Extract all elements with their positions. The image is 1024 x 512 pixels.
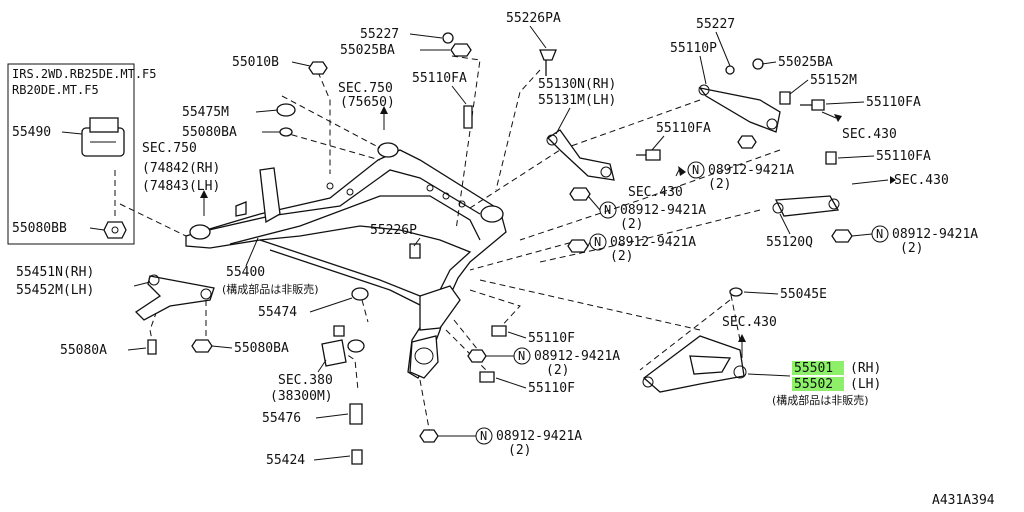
label-SEC430-c: SEC.430 (894, 173, 949, 188)
label-55152M: 55152M (810, 73, 857, 88)
label-55451N: 55451N(RH) (16, 265, 94, 280)
circle-N-5: N (518, 349, 525, 363)
label-55476: 55476 (262, 411, 301, 426)
arm-55451N (134, 274, 215, 321)
label-55010B: 55010B (232, 55, 279, 70)
callout-n2: N 08912-9421A (2) (587, 195, 706, 232)
label-08912-n5: 08912-9421A (534, 349, 620, 364)
label-55226P: 55226P (370, 223, 417, 238)
label-SEC430-d: SEC.430 (722, 315, 777, 330)
circle-N-6: N (480, 429, 487, 443)
label-55110FA-mid: 55110FA (656, 121, 711, 136)
subframe-55400 (185, 142, 507, 379)
label-55120Q: 55120Q (766, 235, 813, 250)
qty-n6: (2) (508, 443, 531, 458)
label-55226PA: 55226PA (506, 11, 561, 26)
label-RH: (RH) (850, 361, 881, 376)
callout-n1: N 08912-9421A (2) (687, 161, 794, 192)
circle-N-1: N (692, 163, 699, 177)
label-55452M: 55452M(LH) (16, 283, 94, 298)
arrows (200, 106, 896, 358)
label-55501: 55501 (794, 361, 833, 376)
label-38300M: (38300M) (270, 389, 333, 404)
arm-55120Q (772, 195, 840, 217)
label-08912-n2: 08912-9421A (620, 203, 706, 218)
label-55424: 55424 (266, 453, 305, 468)
label-55080A: 55080A (60, 343, 107, 358)
diagram-ref-code: A431A394 (932, 493, 995, 508)
label-55025BA-a: 55025BA (340, 43, 395, 58)
callout-n4: N 08912-9421A (2) (587, 233, 696, 264)
label-55227-a: 55227 (360, 27, 399, 42)
label-SEC430-a: SEC.430 (842, 127, 897, 142)
label-74842: (74842(RH) (142, 161, 220, 176)
qty-n2: (2) (620, 217, 643, 232)
inset-line1: IRS.2WD.RB25DE.MT.F5 (12, 67, 157, 81)
label-SEC430-b: SEC.430 (628, 185, 683, 200)
label-55475M: 55475M (182, 105, 229, 120)
label-55110FA-far: 55110FA (876, 149, 931, 164)
label-55025BA-b: 55025BA (778, 55, 833, 70)
label-not-sold-b: (構成部品は非販売) (772, 393, 869, 407)
label-55490: 55490 (12, 125, 51, 140)
label-55080BB: 55080BB (12, 221, 67, 236)
label-55110FA-r: 55110FA (866, 95, 921, 110)
label-55400: 55400 (226, 265, 265, 280)
label-08912-n1: 08912-9421A (708, 163, 794, 178)
qty-n3: (2) (900, 241, 923, 256)
callout-n5: N 08912-9421A (2) (486, 347, 620, 378)
label-55080BA-top: 55080BA (182, 125, 237, 140)
circle-N-2: N (604, 203, 611, 217)
label-55227-b: 55227 (696, 17, 735, 32)
circle-N-4: N (594, 235, 601, 249)
arm-55110P (698, 84, 781, 133)
arm-55130N (546, 129, 615, 181)
label-SEC750-b: SEC.750 (142, 141, 197, 156)
label-75650: (75650) (340, 95, 395, 110)
lower-arm-55501 (642, 335, 747, 393)
inset-box: IRS.2WD.RB25DE.MT.F5 RB20DE.MT.F5 55490 … (7, 63, 157, 245)
mount-55490-icon (81, 117, 125, 157)
label-55110FA-top: 55110FA (412, 71, 467, 86)
label-not-sold-a: (構成部品は非販売) (222, 282, 319, 296)
circle-N-3: N (876, 227, 883, 241)
highlight-55501: 55501 (RH) (792, 361, 881, 376)
label-08912-n4: 08912-9421A (610, 235, 696, 250)
label-55502: 55502 (794, 377, 833, 392)
callout-n6: N 08912-9421A (2) (438, 427, 582, 458)
callout-n3: N 08912-9421A (2) (851, 225, 978, 256)
qty-n5: (2) (546, 363, 569, 378)
label-LH: (LH) (850, 377, 881, 392)
dashed-leaders (119, 55, 781, 435)
inset-line2: RB20DE.MT.F5 (12, 83, 99, 97)
label-SEC750-a: SEC.750 (338, 81, 393, 96)
qty-n1: (2) (708, 177, 731, 192)
label-55110F-a: 55110F (528, 331, 575, 346)
label-55080BA-b: 55080BA (234, 341, 289, 356)
label-08912-n3: 08912-9421A (892, 227, 978, 242)
label-55131M: 55131M(LH) (538, 93, 616, 108)
label-08912-n6: 08912-9421A (496, 429, 582, 444)
label-55130N: 55130N(RH) (538, 77, 616, 92)
label-55110P: 55110P (670, 41, 717, 56)
highlight-55502: 55502 (LH) (792, 377, 881, 392)
label-74843: (74843(LH) (142, 179, 220, 194)
nut-55080BB-icon (103, 221, 127, 239)
label-55474: 55474 (258, 305, 297, 320)
label-SEC380: SEC.380 (278, 373, 333, 388)
label-55110F-b: 55110F (528, 381, 575, 396)
label-55045E: 55045E (780, 287, 827, 302)
qty-n4: (2) (610, 249, 633, 264)
